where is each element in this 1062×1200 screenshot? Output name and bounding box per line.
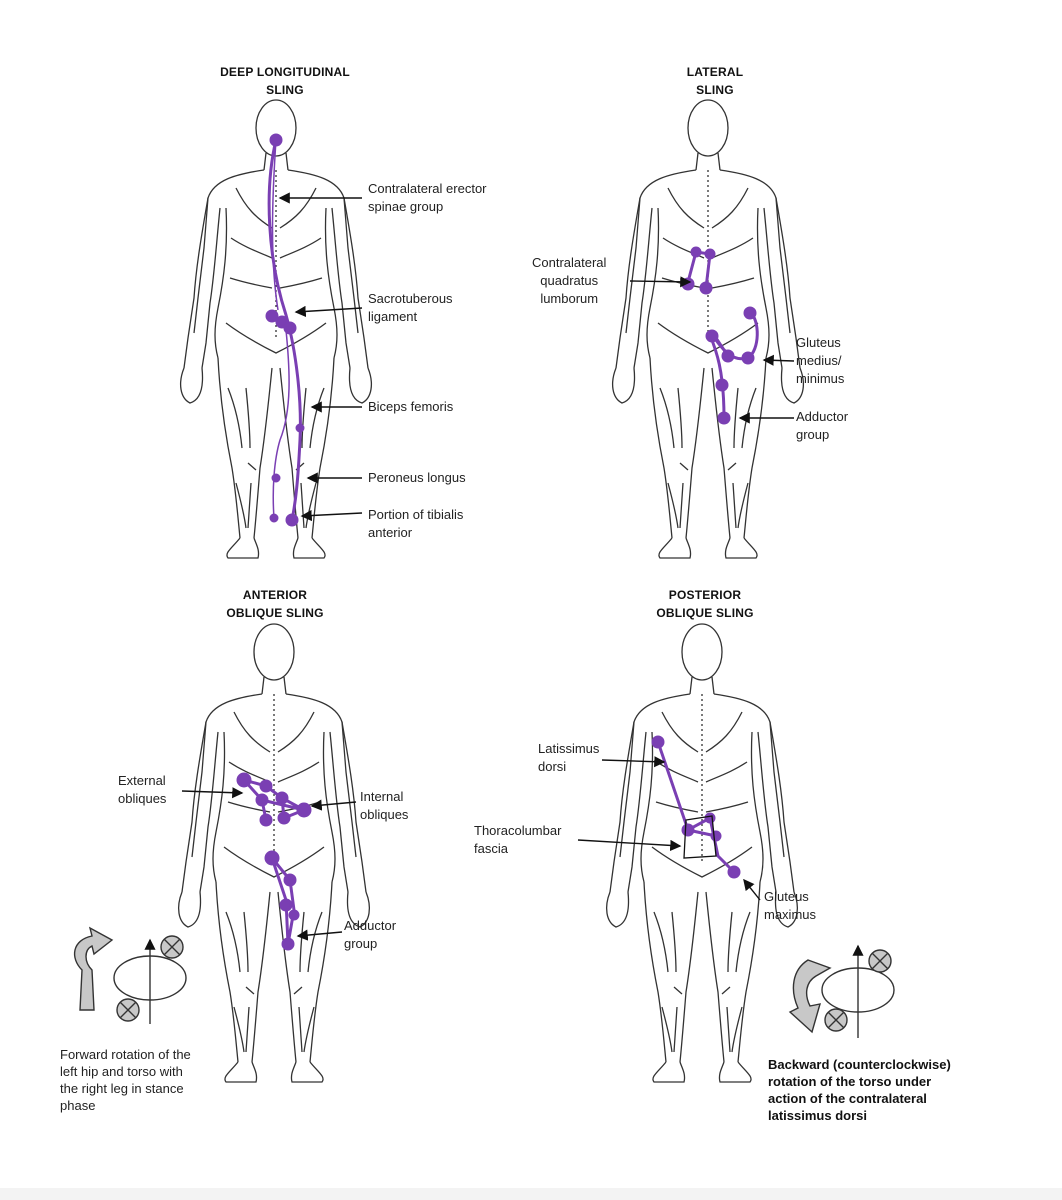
label-tibialis-line2: anterior — [368, 525, 413, 540]
label-gluteus-max-line1: Gluteus — [764, 889, 809, 904]
bottom-strip — [0, 1188, 1062, 1200]
label-peroneus-longus: Peroneus longus — [368, 470, 466, 485]
forward-caption-line1: Forward rotation of the — [60, 1047, 191, 1062]
forward-rotation-caption: Forward rotation of the left hip and tor… — [60, 1046, 260, 1114]
lateral-sling-line — [681, 246, 759, 425]
label-adductor-lateral-line2: group — [796, 427, 830, 442]
deep-longitudinal-title-line2: SLING — [266, 83, 304, 97]
label-latissimus-line1: Latissimus — [538, 741, 600, 756]
backward-caption-line1: Backward (counterclockwise) — [768, 1057, 951, 1072]
label-biceps-femoris: Biceps femoris — [368, 399, 454, 414]
label-tibialis: Portion of tibialis anterior — [368, 506, 463, 542]
label-internal-line1: Internal — [360, 789, 404, 804]
label-arrows — [181, 192, 795, 941]
posterior-oblique-sling-line — [651, 735, 741, 879]
label-gluteus-medius: Gluteus medius/ minimus — [796, 334, 844, 388]
label-quadratus: Contralateral quadratus lumborum — [532, 254, 606, 308]
label-adductor-lateral-line1: Adductor — [796, 409, 849, 424]
label-internal-line2: obliques — [360, 807, 409, 822]
label-quadratus-line3: lumborum — [540, 291, 599, 306]
label-tibialis-line1: Portion of tibialis — [368, 507, 464, 522]
label-adductor-anterior-line1: Adductor — [344, 918, 397, 933]
label-adductor-anterior: Adductor group — [344, 917, 396, 953]
label-gluteus-medius-line1: Gluteus — [796, 335, 841, 350]
label-quadratus-line1: Contralateral — [532, 255, 607, 270]
label-sacrotuberous: Sacrotuberous ligament — [368, 290, 453, 326]
label-sacro-line2: ligament — [368, 309, 418, 324]
backward-rotation-caption: Backward (counterclockwise) rotation of … — [768, 1056, 1008, 1124]
label-internal-obliques: Internal obliques — [360, 788, 408, 824]
backward-caption-line2: rotation of the torso under — [768, 1074, 932, 1089]
anterior-oblique-title-line1: ANTERIOR — [242, 588, 308, 602]
figure-deep-longitudinal — [179, 99, 373, 559]
label-gluteus-medius-line2: medius/ — [796, 353, 842, 368]
label-thoracolumbar: Thoracolumbar fascia — [474, 822, 561, 858]
posterior-oblique-title: POSTERIOR OBLIQUE SLING — [630, 586, 780, 622]
label-thoraco-line2: fascia — [474, 841, 508, 856]
label-gluteus-medius-line3: minimus — [796, 371, 845, 386]
forward-rotation-icon — [73, 926, 187, 1024]
anterior-oblique-title-line2: OBLIQUE SLING — [226, 606, 324, 620]
label-thoraco-line1: Thoracolumbar — [474, 823, 562, 838]
lateral-title-line1: LATERAL — [686, 65, 744, 79]
label-erector-line2: spinae group — [368, 199, 444, 214]
label-latissimus: Latissimus dorsi — [538, 740, 599, 776]
label-external-line2: obliques — [118, 791, 167, 806]
label-external-line1: External — [118, 773, 166, 788]
label-erector-line1: Contralateral erector — [368, 181, 487, 196]
deep-longitudinal-title: DEEP LONGITUDINAL SLING — [195, 63, 375, 99]
backward-caption-line3: action of the contralateral — [768, 1091, 927, 1106]
label-adductor-lateral: Adductor group — [796, 408, 848, 444]
backward-caption-line4: latissimus dorsi — [768, 1108, 867, 1123]
label-adductor-anterior-line2: group — [344, 936, 378, 951]
label-gluteus-maximus: Gluteus maximus — [764, 888, 816, 924]
posterior-oblique-title-line1: POSTERIOR — [668, 588, 742, 602]
deep-longitudinal-title-line1: DEEP LONGITUDINAL — [220, 65, 350, 79]
label-external-obliques: External obliques — [118, 772, 166, 808]
forward-caption-line4: phase — [60, 1098, 96, 1113]
label-quadratus-line2: quadratus — [540, 273, 599, 288]
forward-caption-line3: the right leg in stance — [60, 1081, 184, 1096]
figure-lateral — [611, 99, 805, 559]
deep-longitudinal-sling-line — [265, 133, 305, 527]
anterior-oblique-sling-line — [236, 772, 312, 951]
label-gluteus-max-line2: maximus — [764, 907, 817, 922]
lateral-title: LATERAL SLING — [655, 63, 775, 99]
label-latissimus-line2: dorsi — [538, 759, 567, 774]
figure-posterior-oblique — [605, 623, 799, 1083]
forward-caption-line2: left hip and torso with — [60, 1064, 183, 1079]
posterior-oblique-title-line2: OBLIQUE SLING — [656, 606, 754, 620]
lateral-title-line2: SLING — [696, 83, 734, 97]
label-sacro-line1: Sacrotuberous — [368, 291, 453, 306]
backward-rotation-icon — [788, 944, 895, 1038]
anterior-oblique-title: ANTERIOR OBLIQUE SLING — [200, 586, 350, 622]
label-erector-spinae: Contralateral erector spinae group — [368, 180, 487, 216]
